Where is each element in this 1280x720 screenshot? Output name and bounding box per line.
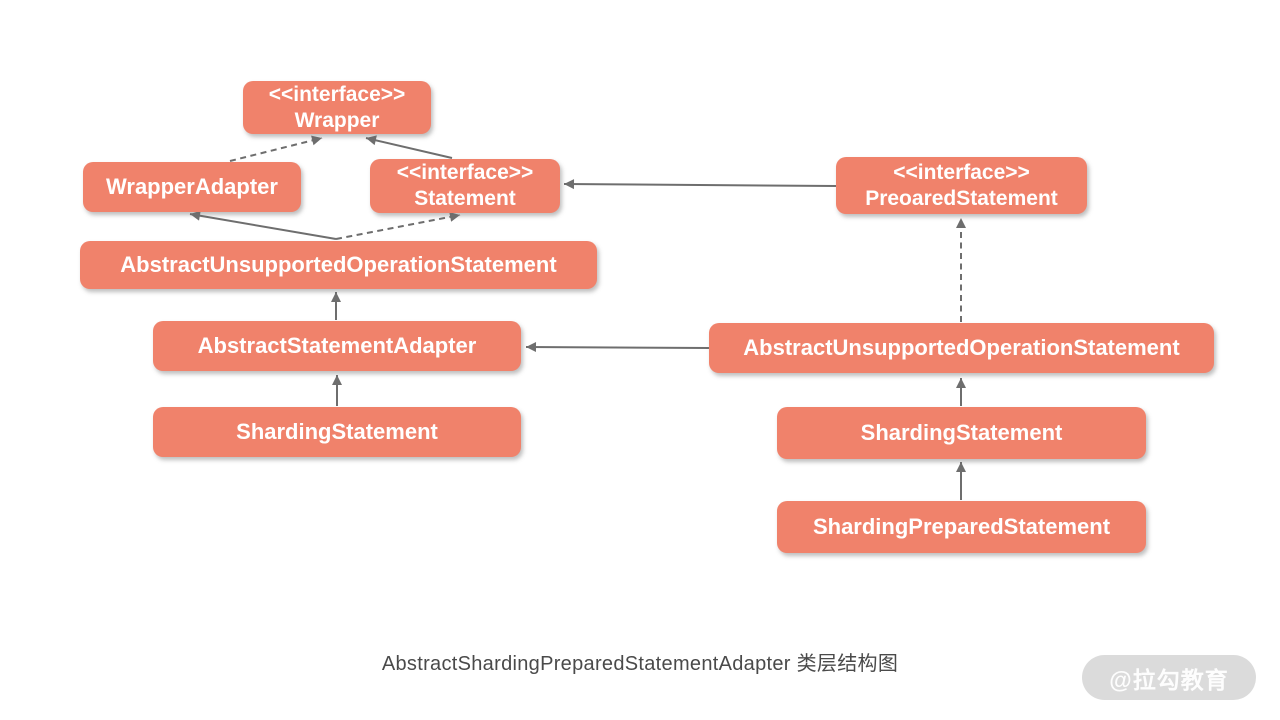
class-name-label: AbstractUnsupportedOperationStatement xyxy=(120,252,557,278)
edge-wrapperadapter-to-wrapper xyxy=(229,135,323,162)
node-preoared-statement-interface: <<interface>> PreoaredStatement xyxy=(836,157,1087,214)
class-name-label: ShardingPreparedStatement xyxy=(812,514,1111,540)
class-name-label: AbstractStatementAdapter xyxy=(197,333,477,359)
edge-statement-to-wrapper xyxy=(365,135,453,159)
edge-auosleft-to-statement xyxy=(335,211,461,240)
class-name-label: ShardingStatement xyxy=(860,420,1063,446)
edge-auosright-to-abstractstatementadapter xyxy=(525,342,710,353)
node-statement-interface: <<interface>> Statement xyxy=(370,159,560,213)
node-sharding-prepared-statement: ShardingPreparedStatement xyxy=(777,501,1146,553)
node-sharding-statement-right: ShardingStatement xyxy=(777,407,1146,459)
edge-preoaredstatement-to-statement xyxy=(563,179,837,190)
stereotype-label: <<interface>> xyxy=(396,161,534,185)
class-name-label: ShardingStatement xyxy=(236,419,438,445)
node-wrapper-interface: <<interface>> Wrapper xyxy=(243,81,431,134)
class-name-label: PreoaredStatement xyxy=(865,186,1058,210)
node-abstract-unsupported-operation-statement-left: AbstractUnsupportedOperationStatement xyxy=(80,241,597,289)
diagram-caption: AbstractShardingPreparedStatementAdapter… xyxy=(381,653,899,675)
class-name-label: WrapperAdapter xyxy=(106,174,278,200)
watermark-badge: @拉勾教育 xyxy=(1082,655,1256,700)
class-name-label: Statement xyxy=(414,187,516,210)
node-sharding-statement-left: ShardingStatement xyxy=(153,407,521,457)
node-wrapper-adapter: WrapperAdapter xyxy=(83,162,301,212)
stereotype-label: <<interface>> xyxy=(893,160,1030,184)
class-name-label: AbstractUnsupportedOperationStatement xyxy=(743,335,1180,361)
class-name-label: Wrapper xyxy=(294,108,380,132)
edge-auosleft-to-wrapperadapter xyxy=(189,210,337,240)
stereotype-label: <<interface>> xyxy=(268,82,406,106)
node-abstract-unsupported-operation-statement-right: AbstractUnsupportedOperationStatement xyxy=(709,323,1214,373)
node-abstract-statement-adapter: AbstractStatementAdapter xyxy=(153,321,521,371)
